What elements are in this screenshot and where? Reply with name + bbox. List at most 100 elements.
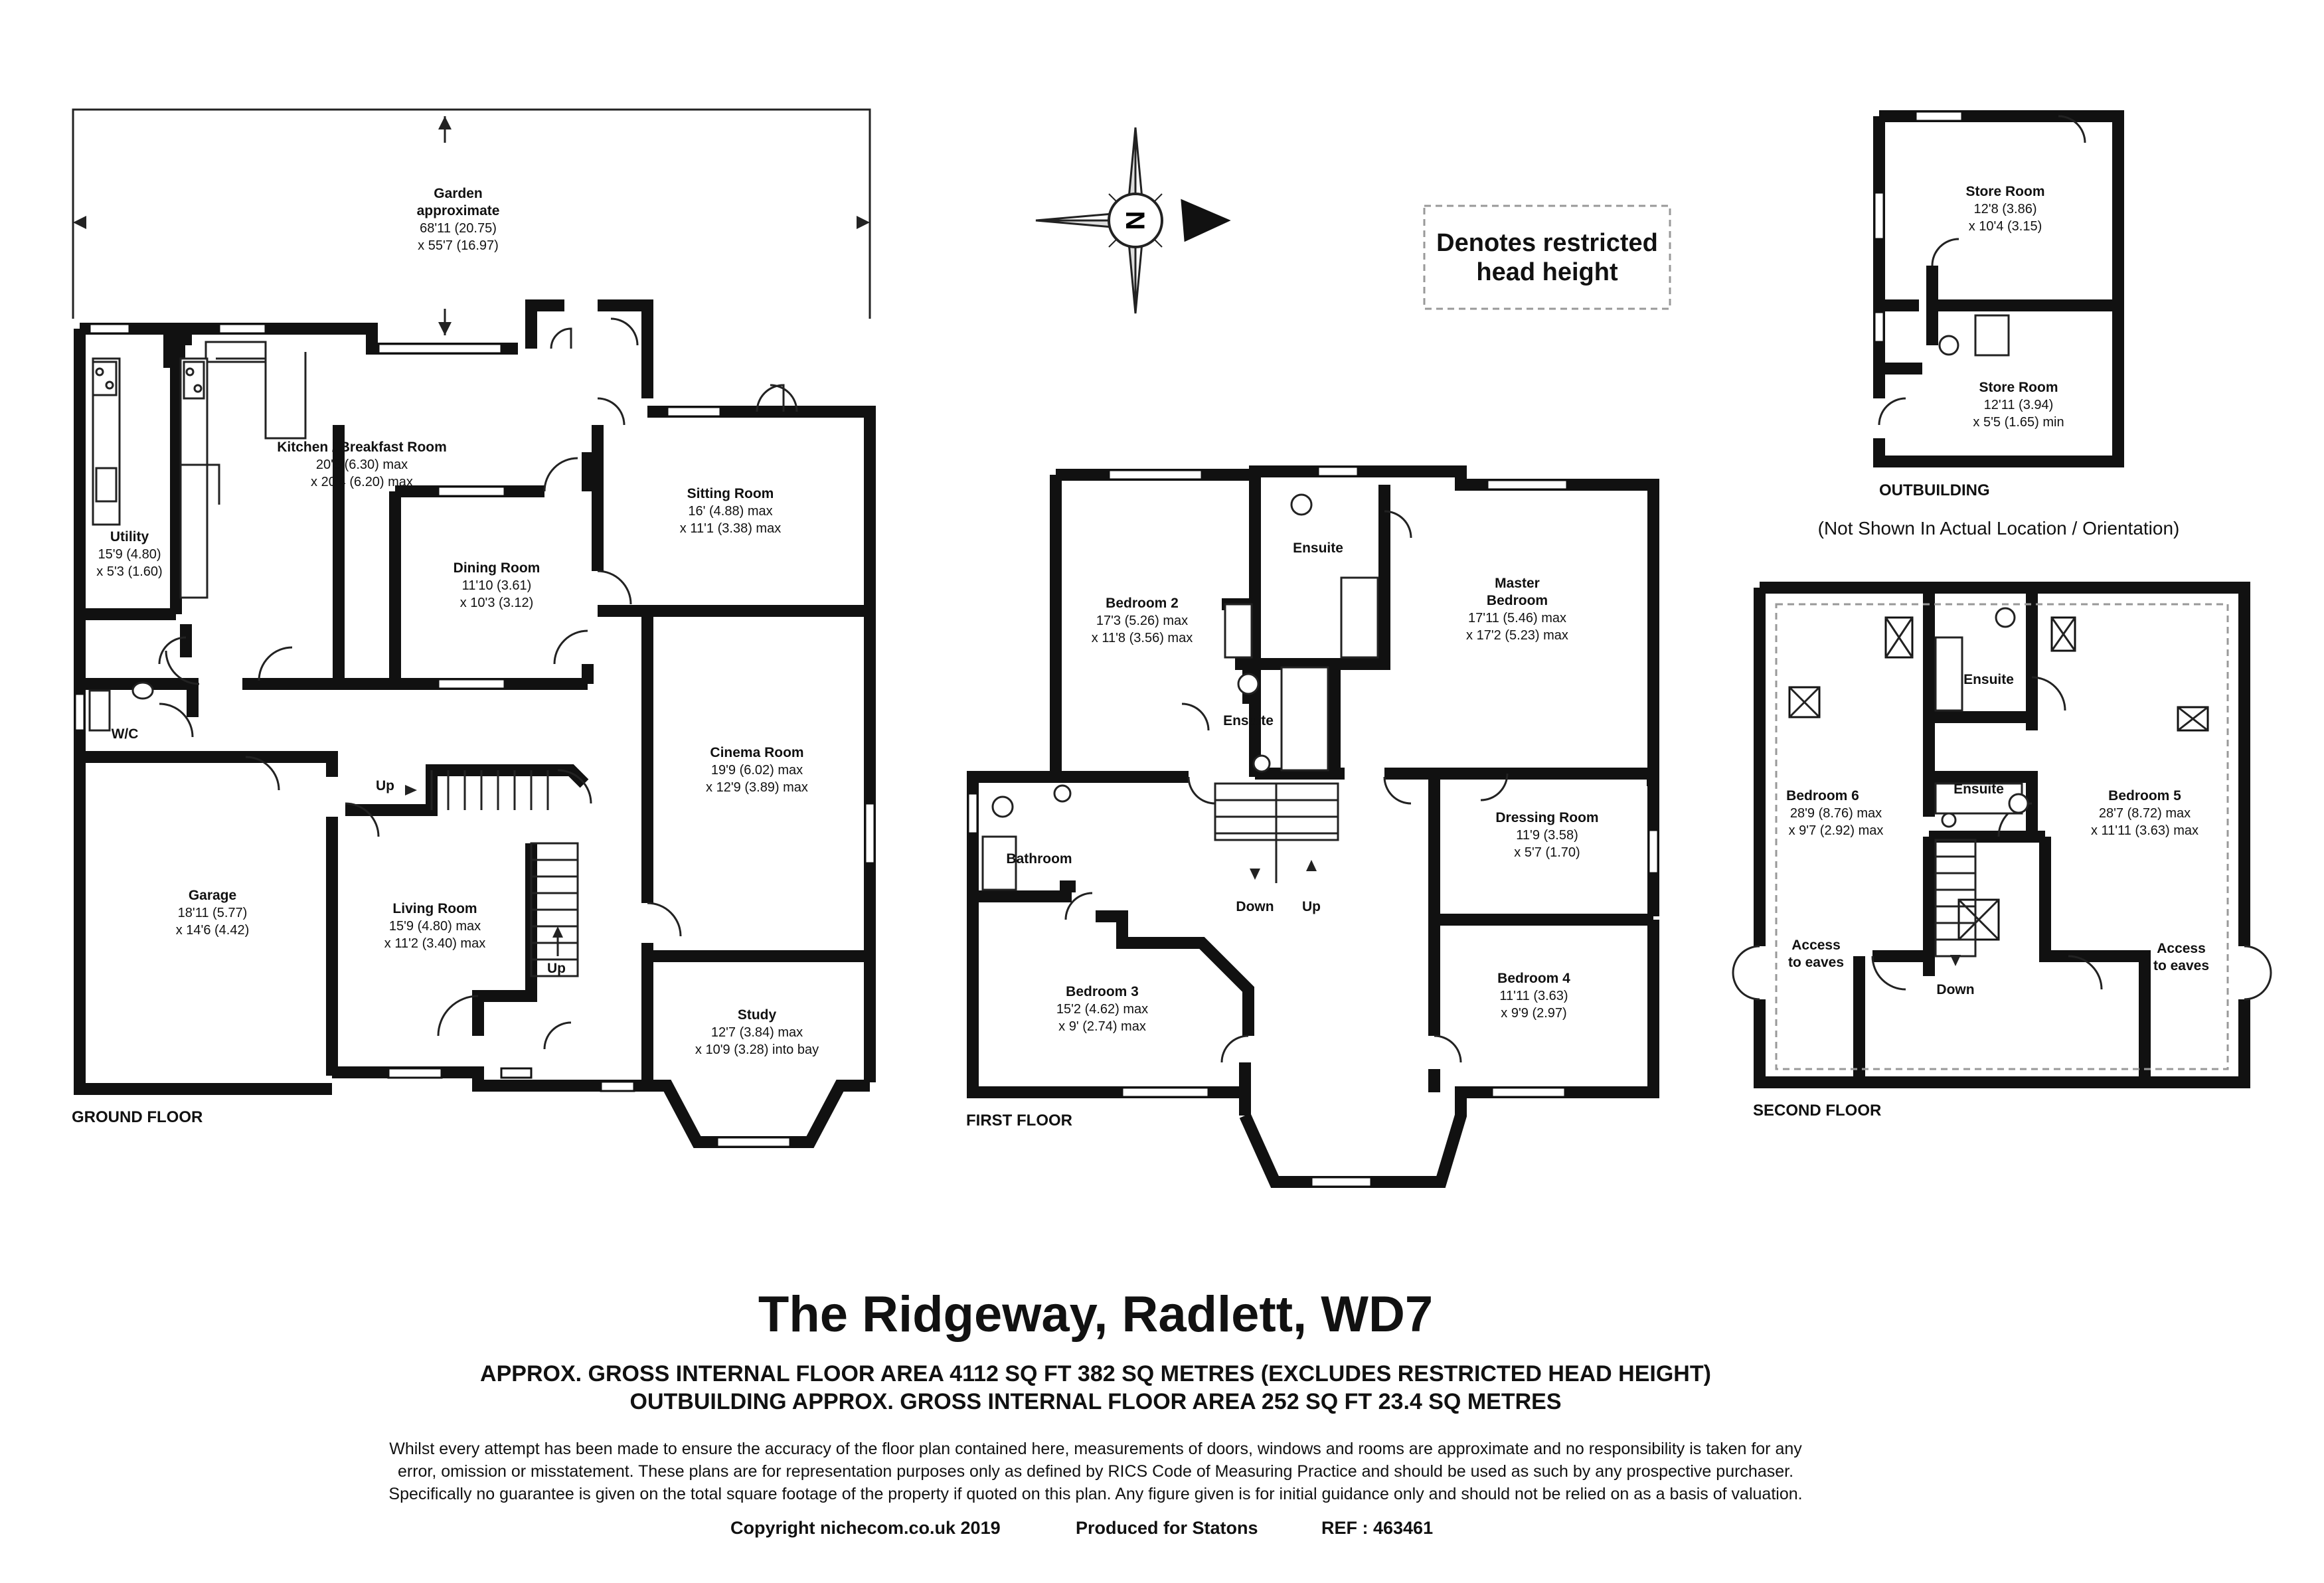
room-name: Ensuite: [1953, 782, 2004, 797]
room-name: Master: [1495, 576, 1540, 591]
toilet-icon: [1995, 607, 2016, 628]
room-dimensions: x 5'7 (1.70): [1514, 845, 1580, 860]
hob-icon: [183, 361, 205, 400]
legend-line-2: head height: [1476, 258, 1618, 286]
room-dimensions: 17'11 (5.46) max: [1468, 611, 1566, 625]
floor-area-outbuilding: OUTBUILDING APPROX. GROSS INTERNAL FLOOR…: [630, 1389, 1562, 1414]
second-floor-plan: [1732, 582, 2272, 1088]
floor-caption-ground: GROUND FLOOR: [72, 1108, 203, 1126]
floor-caption-first: FIRST FLOOR: [966, 1112, 1072, 1129]
room-dimensions: 20'8 (6.30) max: [316, 458, 408, 472]
room-name: Bedroom 5: [2108, 788, 2181, 803]
room-name: Kitchen / Breakfast Room: [277, 440, 447, 455]
room-dimensions: 12'11 (3.94): [1984, 398, 2054, 412]
eaves-label: to eaves: [1788, 955, 1844, 970]
room-name: Ensuite: [1223, 713, 1274, 728]
stair-down-arrow-icon: [1250, 869, 1260, 880]
ground-staircase: [405, 770, 579, 977]
stair-label: Down: [1936, 982, 1974, 997]
stair-up-arrow-icon: [1306, 860, 1317, 871]
room-name: W/C: [112, 726, 139, 742]
sink-icon: [95, 467, 118, 503]
room-name: approximate: [417, 203, 500, 218]
stair-up-arrow-icon: [405, 785, 417, 795]
room-dimensions: 15'9 (4.80): [98, 547, 161, 562]
room-dimensions: x 10'3 (3.12): [460, 596, 534, 610]
room-dimensions: x 10'9 (3.28) into bay: [695, 1042, 819, 1057]
legend-line-1: Denotes restricted: [1436, 229, 1658, 257]
room-dimensions: 11'11 (3.63): [1499, 989, 1568, 1003]
disclaimer-line: Specifically no guarantee is given on th…: [388, 1485, 1802, 1503]
produced-for: Produced for Statons: [1076, 1518, 1258, 1538]
compass-north-label: N: [1120, 211, 1149, 230]
room-name: Bedroom 3: [1066, 984, 1139, 999]
room-dimensions: 11'10 (3.61): [462, 578, 532, 593]
room-name: Ensuite: [1963, 672, 2014, 687]
room-name: Utility: [110, 529, 149, 544]
compass-rose-icon: N: [1035, 127, 1231, 314]
room-dimensions: 16' (4.88) max: [688, 504, 772, 519]
floor-caption-second: SECOND FLOOR: [1753, 1102, 1881, 1120]
room-dimensions: 12'8 (3.86): [1974, 202, 2037, 216]
room-dimensions: x 20'4 (6.20) max: [311, 475, 413, 489]
room-name: Bedroom 6: [1786, 788, 1859, 803]
floor-area-main: APPROX. GROSS INTERNAL FLOOR AREA 4112 S…: [480, 1361, 1711, 1386]
room-name: Garage: [189, 888, 236, 903]
room-dimensions: x 5'5 (1.65) min: [1973, 415, 2064, 430]
room-dimensions: 15'9 (4.80) max: [389, 919, 481, 934]
reference-number: REF : 463461: [1321, 1518, 1433, 1538]
outbuilding-plan: [1873, 110, 2124, 467]
room-dimensions: 17'3 (5.26) max: [1096, 614, 1188, 628]
window: [88, 323, 131, 335]
room-dimensions: x 10'4 (3.15): [1969, 219, 2042, 234]
room-dimensions: 15'2 (4.62) max: [1056, 1002, 1148, 1017]
room-dimensions: 19'9 (6.02) max: [711, 763, 803, 778]
garden-arrow-left-icon: [73, 216, 86, 229]
room-name: Sitting Room: [687, 486, 774, 501]
room-name: Bedroom: [1487, 593, 1548, 608]
room-dimensions: x 11'2 (3.40) max: [384, 936, 485, 951]
room-name: Dressing Room: [1495, 810, 1598, 825]
room-dimensions: x 9'7 (2.92) max: [1789, 823, 1884, 838]
stair-label: Up: [376, 778, 394, 793]
room-name: Garden: [434, 186, 483, 201]
room-name: Study: [738, 1007, 777, 1023]
room-name: Cinema Room: [710, 745, 803, 760]
restricted-head-height-area: [1775, 603, 2229, 1070]
room-dimensions: 12'7 (3.84) max: [711, 1025, 803, 1040]
first-floor-staircase: [1214, 782, 1339, 883]
room-dimensions: 28'7 (8.72) max: [2099, 806, 2191, 821]
toilet-icon: [1938, 335, 1959, 356]
room-dimensions: x 11'8 (3.56) max: [1092, 631, 1193, 645]
shower-icon: [1224, 603, 1253, 659]
room-dimensions: x 14'6 (4.42): [176, 923, 250, 938]
stair-label: Up: [1302, 899, 1321, 914]
room-name: Store Room: [1965, 184, 2044, 199]
room-name: Bedroom 2: [1106, 596, 1179, 611]
eaves-label: Access: [1791, 938, 1841, 953]
room-dimensions: x 9' (2.74) max: [1058, 1019, 1146, 1034]
room-dimensions: 11'9 (3.58): [1516, 828, 1578, 843]
floor-caption-outbuilding: OUTBUILDING: [1879, 481, 1990, 499]
disclaimer-line: Whilst every attempt has been made to en…: [389, 1440, 1802, 1458]
room-dimensions: x 11'1 (3.38) max: [680, 521, 781, 536]
room-name: Dining Room: [454, 560, 540, 576]
ground-floor-plan: [72, 108, 876, 1148]
room-dimensions: x 17'2 (5.23) max: [1466, 628, 1568, 643]
room-name: Bedroom 4: [1497, 971, 1570, 986]
garden-boundary: [72, 108, 871, 319]
first-floor-plan: [967, 465, 1659, 1188]
room-name: Ensuite: [1293, 541, 1343, 556]
room-dimensions: x 5'3 (1.60): [96, 564, 162, 579]
eaves-label: to eaves: [2153, 958, 2209, 973]
outbuilding-location-note: (Not Shown In Actual Location / Orientat…: [1818, 518, 2180, 539]
room-dimensions: 68'11 (20.75): [420, 221, 497, 236]
disclaimer-line: error, omission or misstatement. These p…: [398, 1462, 1793, 1481]
shower-icon: [1934, 782, 2023, 815]
garden-arrow-right-icon: [857, 216, 870, 229]
room-dimensions: 28'9 (8.76) max: [1790, 806, 1882, 821]
room-dimensions: x 11'11 (3.63) max: [2091, 823, 2199, 838]
room-dimensions: x 55'7 (16.97): [418, 238, 499, 253]
room-dimensions: 18'11 (5.77): [178, 906, 248, 920]
